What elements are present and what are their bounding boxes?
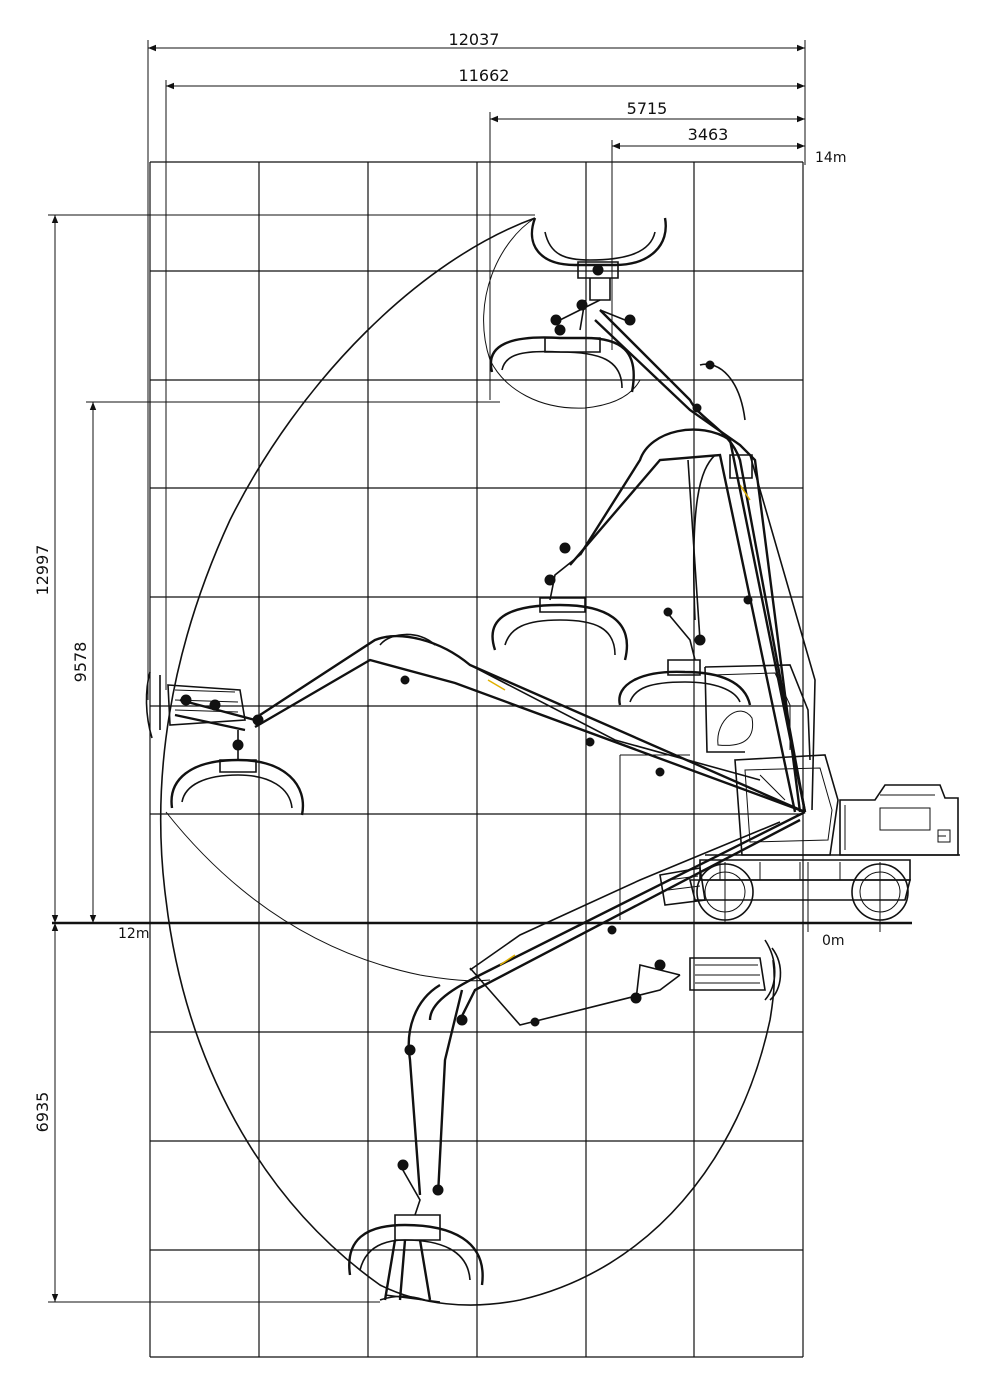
label-0m: 0m	[822, 933, 845, 949]
dim-11662: 11662	[459, 66, 510, 85]
reach-grid	[149, 161, 804, 1358]
label-12m: 12m	[118, 926, 149, 942]
boom-position-max-reach	[145, 633, 806, 816]
dim-3463: 3463	[688, 125, 729, 144]
excavator-body	[659, 664, 960, 932]
boom-position-max-height	[489, 217, 816, 813]
boom-position-mid	[491, 428, 807, 813]
dim-5715: 5715	[627, 99, 668, 118]
dim-12037: 12037	[449, 30, 500, 49]
boom-position-dig-depth	[348, 754, 806, 1303]
top-dimensions: 12037 11662 5715 3463 14m	[147, 30, 846, 700]
left-dimensions: 12997 9578 6935 12m 0m	[33, 214, 845, 1303]
working-envelope	[159, 217, 776, 1306]
dim-12997: 12997	[33, 545, 52, 596]
label-14m: 14m	[815, 150, 846, 166]
dim-6935: 6935	[33, 1092, 52, 1133]
dim-9578: 9578	[71, 642, 90, 683]
